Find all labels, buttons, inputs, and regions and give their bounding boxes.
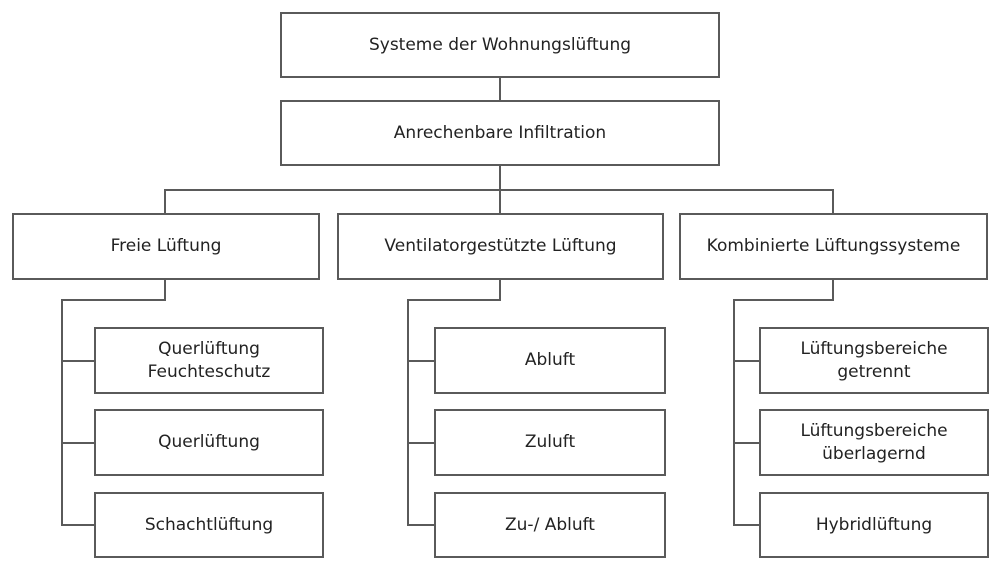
child-label: Hybridlüftung — [815, 514, 933, 535]
child-box: Querlüftung — [94, 409, 324, 476]
child-label: Zu-/ Abluft — [505, 514, 595, 535]
child-label: Zuluft — [524, 432, 576, 453]
child-box: Schachtlüftung — [94, 492, 324, 558]
infiltration-label: Anrechenbare Infiltration — [393, 122, 607, 143]
child-label: Lüftungsbereiche überlagernd — [800, 420, 948, 464]
branch-box-kombinierte-lueftungssysteme: Kombinierte Lüftungssysteme — [679, 213, 988, 280]
root-box: Systeme der Wohnungslüftung — [280, 12, 720, 78]
child-label: Lüftungsbereiche getrennt — [800, 338, 948, 382]
branch-label: Freie Lüftung — [110, 236, 222, 257]
infiltration-box: Anrechenbare Infiltration — [280, 100, 720, 166]
child-label: Abluft — [524, 350, 576, 371]
child-label: Querlüftung — [158, 432, 260, 453]
child-box: Hybridlüftung — [759, 492, 989, 558]
branch-label: Ventilatorgestützte Lüftung — [384, 236, 617, 257]
branch-box-ventilatorgestuetzte-lueftung: Ventilatorgestützte Lüftung — [337, 213, 664, 280]
root-label: Systeme der Wohnungslüftung — [368, 34, 632, 55]
child-box: Zu-/ Abluft — [434, 492, 666, 558]
child-label: Schachtlüftung — [144, 514, 274, 535]
branch-box-freie-lueftung: Freie Lüftung — [12, 213, 320, 280]
child-box: Lüftungsbereiche getrennt — [759, 327, 989, 394]
child-box: Abluft — [434, 327, 666, 394]
child-box: Querlüftung Feuchteschutz — [94, 327, 324, 394]
child-box: Lüftungsbereiche überlagernd — [759, 409, 989, 476]
child-box: Zuluft — [434, 409, 666, 476]
child-label: Querlüftung Feuchteschutz — [147, 338, 271, 382]
branch-label: Kombinierte Lüftungssysteme — [706, 236, 961, 257]
